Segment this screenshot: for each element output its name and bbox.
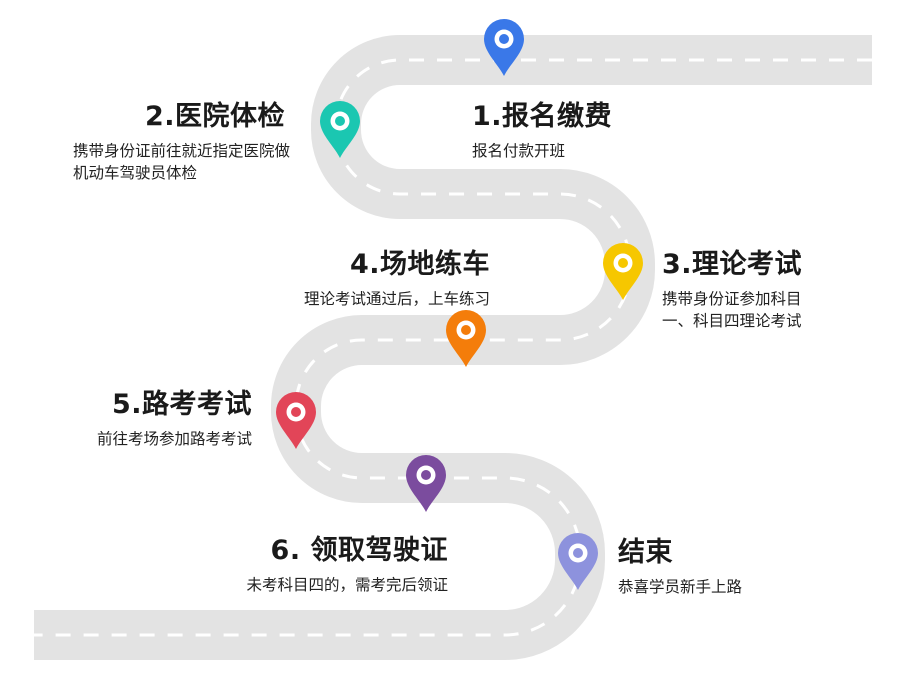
step-4-pin-icon <box>446 310 486 367</box>
step-4: 4.场地练车 理论考试通过后，上车练习 <box>250 248 490 310</box>
step-6: 6. 领取驾驶证 未考科目四的，需考完后领证 <box>180 534 448 596</box>
step-5-desc: 前往考场参加路考考试 <box>96 430 252 448</box>
step-2-title: 2.医院体检 <box>144 101 285 132</box>
step-2-desc: 携带身份证前往就近指定医院做机动车驾驶员体检 <box>73 142 291 182</box>
step-end-title: 结束 <box>618 537 673 568</box>
step-end-desc: 恭喜学员新手上路 <box>618 578 743 596</box>
step-2: 2.医院体检 携带身份证前往就近指定医院做机动车驾驶员体检 <box>73 100 291 184</box>
step-3-pin-icon <box>603 243 643 300</box>
step-1-pin-icon <box>484 19 524 76</box>
step-4-desc: 理论考试通过后，上车练习 <box>303 290 490 308</box>
step-5-title: 5.路考考试 <box>111 389 252 420</box>
step-1: 1.报名缴费 报名付款开班 <box>472 100 672 162</box>
step-6-title: 6. 领取驾驶证 <box>270 535 448 566</box>
step-6-desc: 未考科目四的，需考完后领证 <box>246 576 448 594</box>
step-end: 结束 恭喜学员新手上路 <box>618 536 818 598</box>
step-6-pin-icon <box>406 455 446 512</box>
step-end-pin-icon <box>558 533 598 590</box>
step-3-title: 3.理论考试 <box>662 249 803 280</box>
step-5-pin-icon <box>276 392 316 449</box>
step-2-pin-icon <box>320 101 360 158</box>
location-pins <box>276 19 643 590</box>
step-1-desc: 报名付款开班 <box>472 142 566 160</box>
step-3: 3.理论考试 携带身份证参加科目一、科目四理论考试 <box>662 248 832 332</box>
step-3-desc: 携带身份证参加科目一、科目四理论考试 <box>662 290 802 330</box>
road <box>34 35 872 660</box>
step-1-title: 1.报名缴费 <box>472 101 613 132</box>
step-4-title: 4.场地练车 <box>349 249 490 280</box>
step-5: 5.路考考试 前往考场参加路考考试 <box>40 388 252 450</box>
road-center-line <box>34 58 872 637</box>
